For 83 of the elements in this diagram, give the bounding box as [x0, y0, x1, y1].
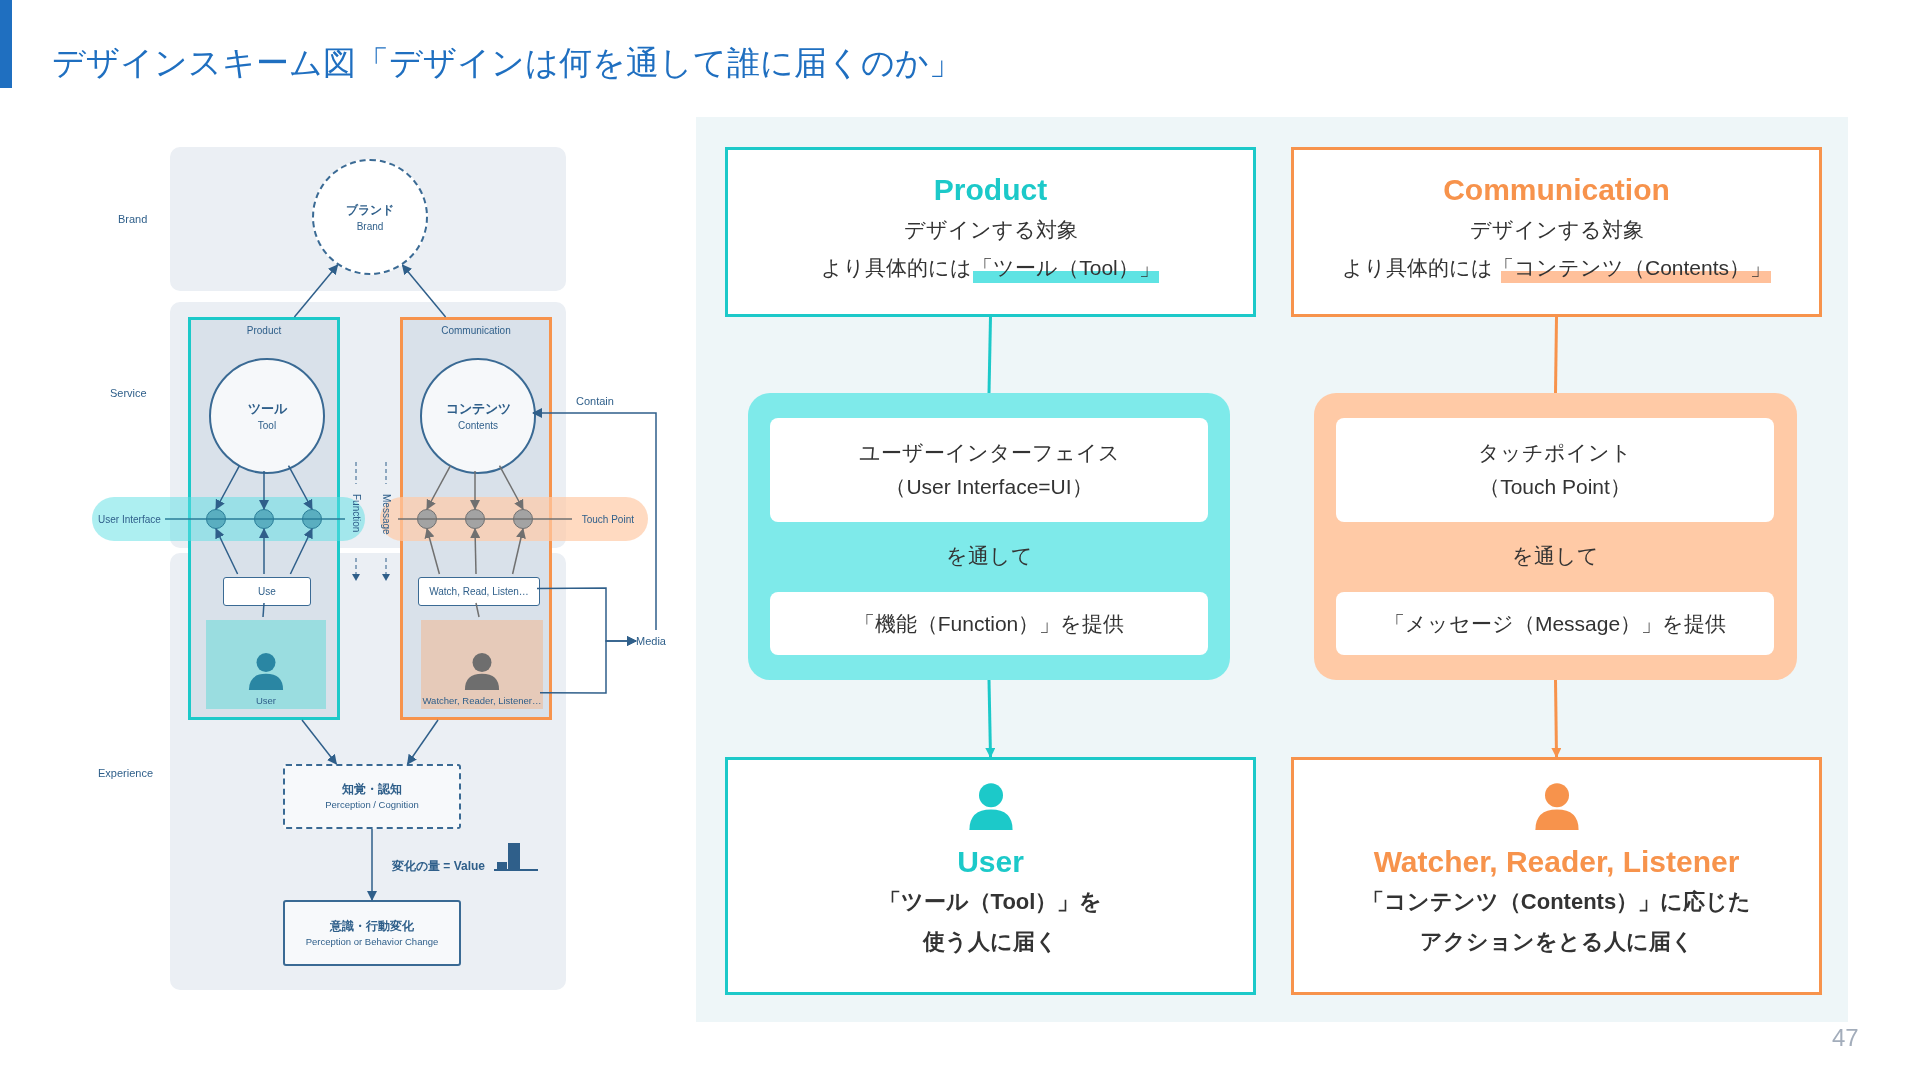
channel-box — [770, 592, 1208, 655]
circle-subtitle: Contents — [458, 419, 498, 434]
channel-panel — [1314, 393, 1797, 680]
stage-box — [283, 900, 461, 966]
card-text: デザインする対象 — [903, 217, 1078, 243]
value-label: 変化の量 = Value — [392, 858, 486, 875]
channel-text: を通して — [945, 543, 1033, 569]
panel-label: User — [255, 695, 277, 705]
arrow — [426, 464, 452, 510]
connector-line — [1554, 316, 1558, 394]
arrow — [287, 464, 313, 510]
channel-box-text: タッチポイント（Touch Point） — [1477, 440, 1633, 500]
box-label: Use — [258, 585, 276, 599]
arrow — [289, 528, 313, 575]
card-text: デザインする対象 — [1469, 217, 1644, 243]
circle-subtitle: Brand — [356, 219, 384, 234]
circle-title: ツール — [247, 399, 287, 418]
frame-title: Communication — [441, 326, 511, 336]
circle-title: ブランド — [346, 201, 394, 219]
audience-text: 「ツール（Tool）」を使う人に届く — [877, 888, 1104, 956]
arrow — [470, 470, 480, 510]
arrow — [539, 636, 637, 694]
arrow — [259, 528, 269, 575]
audience-title: Watcher, Reader, Listener — [1373, 844, 1740, 880]
arrow — [985, 679, 996, 758]
frame-title: Product — [246, 326, 282, 336]
connector-line — [475, 602, 480, 618]
arrow — [532, 408, 657, 631]
card-title: Communication — [1443, 172, 1670, 208]
audience-card — [725, 757, 1256, 995]
row-label: Brand — [118, 212, 148, 227]
channel-box-text: ユーザーインターフェイス（User Interface=UI） — [857, 440, 1121, 500]
channel-box — [770, 418, 1208, 522]
category-card — [1291, 147, 1822, 317]
arrow — [301, 719, 338, 765]
box-title: 知覚・認知 — [342, 781, 402, 799]
row-label: Message — [380, 494, 393, 535]
row-label: Service — [110, 386, 147, 401]
audience-card — [1291, 757, 1822, 995]
arrow — [470, 528, 481, 575]
action-box — [418, 577, 540, 606]
arrow — [406, 719, 439, 765]
arrow — [1551, 679, 1562, 758]
connector-line — [262, 602, 265, 618]
channel-panel — [748, 393, 1230, 680]
channel-text: を通して — [1512, 543, 1599, 569]
arrow — [511, 528, 526, 575]
connector-line — [987, 316, 992, 394]
card-title: Product — [933, 172, 1048, 208]
arrow — [215, 528, 239, 575]
category-frame — [188, 317, 340, 720]
band-label: Touch Point — [581, 512, 634, 527]
box-subtitle: Perception or Behavior Change — [305, 934, 439, 949]
media-label: Media — [636, 633, 666, 649]
box-subtitle: Perception / Cognition — [325, 798, 419, 813]
arrow — [259, 470, 269, 510]
box-title: 意識・行動変化 — [330, 917, 414, 935]
page-number: 47 — [1832, 1023, 1859, 1053]
actor-panel — [421, 620, 543, 709]
category-card — [725, 147, 1256, 317]
channel-box-text: 「メッセージ（Message）」を提供 — [1383, 610, 1727, 637]
stage-box — [283, 764, 461, 829]
action-box — [223, 577, 311, 606]
audience-text: 「コンテンツ（Contents）」に応じたアクションをとる人に届く — [1360, 888, 1753, 956]
arrow — [215, 464, 241, 510]
channel-box-text: 「機能（Function）」を提供 — [853, 610, 1125, 637]
arrow — [498, 464, 524, 510]
actor-panel — [206, 620, 326, 709]
arrow — [401, 264, 447, 318]
row-label: Function — [350, 494, 363, 533]
arrow — [424, 528, 441, 575]
circle-subtitle: Tool — [257, 419, 277, 434]
channel-box — [1336, 592, 1774, 655]
band-label: User Interface — [98, 512, 161, 527]
arrow — [367, 828, 377, 901]
arrow — [293, 264, 339, 318]
row-label: Experience — [98, 766, 154, 781]
panel-label: Watcher, Reader, Listener… — [422, 695, 542, 705]
circle-title: コンテンツ — [445, 399, 511, 418]
audience-title: User — [957, 844, 1024, 880]
box-label: Watch, Read, Listen… — [429, 585, 529, 599]
channel-box — [1336, 418, 1774, 522]
page-title: デザインスキーム図「デザインは何を通して誰に届くのか」 — [52, 43, 962, 83]
